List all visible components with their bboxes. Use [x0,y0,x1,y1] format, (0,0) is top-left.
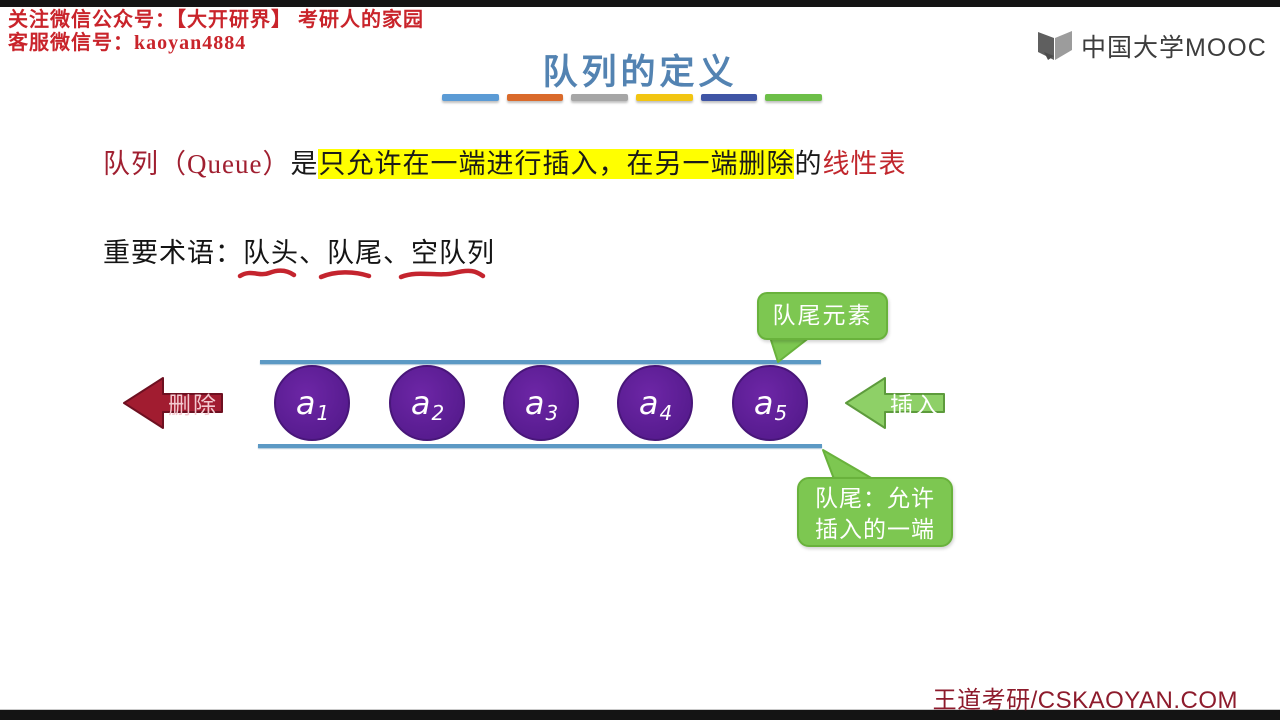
node-subscript: 2 [431,401,445,425]
page-title: 队列的定义 [542,53,738,92]
delete-arrow-label: 删除 [168,393,218,418]
divider-bar [636,94,693,101]
definition-highlight: 只允许在一端进行插入，在另一端删除 [318,149,795,179]
red-underline [237,268,297,279]
mooc-logo: 中国大学MOOC [1036,28,1267,64]
insert-arrow: 插入 [844,375,946,431]
definition-particle: 的 [794,149,823,179]
letterbox-bottom [0,709,1280,720]
insert-arrow-label: 插入 [890,393,940,418]
node-label: a [638,384,659,422]
queue-bottom-rail [258,444,822,448]
mooc-logo-text: 中国大学MOOC [1081,34,1267,62]
node-subscript: 5 [774,401,788,425]
queue-top-rail [260,360,821,364]
red-underline [318,270,372,280]
red-underline [398,268,486,280]
definition-suffix: 线性表 [822,149,907,179]
divider-bar [765,94,823,101]
definition-sentence: 队列（Queue）是只允许在一端进行插入，在另一端删除的线性表 [103,142,906,181]
divider-bar [442,94,499,101]
term-empty-queue: 空队列 [411,238,495,268]
left-block-arrow-icon [845,377,945,429]
terms-separator: 、 [383,238,411,268]
terms-line: 重要术语：队头、队尾、空队列 [103,231,495,270]
letterbox-top [0,0,1280,7]
definition-term: 队列（Queue） [103,149,291,179]
node-subscript: 3 [545,401,559,425]
divider-bar [700,94,758,101]
terms-separator: 、 [299,238,327,268]
callout-tail-pointer-icon [769,336,811,363]
promo-line1: 关注微信公众号：【大开研界】 考研人的家园 [8,9,424,31]
divider-bar [571,94,629,101]
open-book-icon [1036,27,1074,66]
term-head: 队头 [243,238,299,268]
callout-tail-description-line2: 插入的一端 [815,517,935,542]
promo-line2: 客服微信号：kaoyan4884 [8,32,247,54]
callout-tail-pointer-icon [822,449,874,480]
left-block-arrow-icon [123,377,223,429]
terms-label: 重要术语： [103,238,243,268]
callout-tail-description: 队尾：允许 插入的一端 [797,477,953,547]
promo-watermark: 关注微信公众号：【大开研界】 考研人的家园 客服微信号：kaoyan4884 [8,9,424,55]
callout-tail-element: 队尾元素 [757,292,888,340]
node-label: a [524,384,545,422]
callout-tail-description-line1: 队尾：允许 [815,486,935,511]
site-watermark: 王道考研/CSKAOYAN.COM [932,687,1238,714]
term-tail: 队尾 [327,238,383,268]
divider-bar [506,94,564,101]
delete-arrow: 删除 [122,375,224,431]
title-divider [442,94,823,102]
node-label: a [295,384,316,422]
definition-verb: 是 [290,149,319,179]
node-label: a [410,384,431,422]
node-subscript: 1 [316,401,330,425]
node-label: a [753,384,774,422]
node-subscript: 4 [659,401,673,425]
